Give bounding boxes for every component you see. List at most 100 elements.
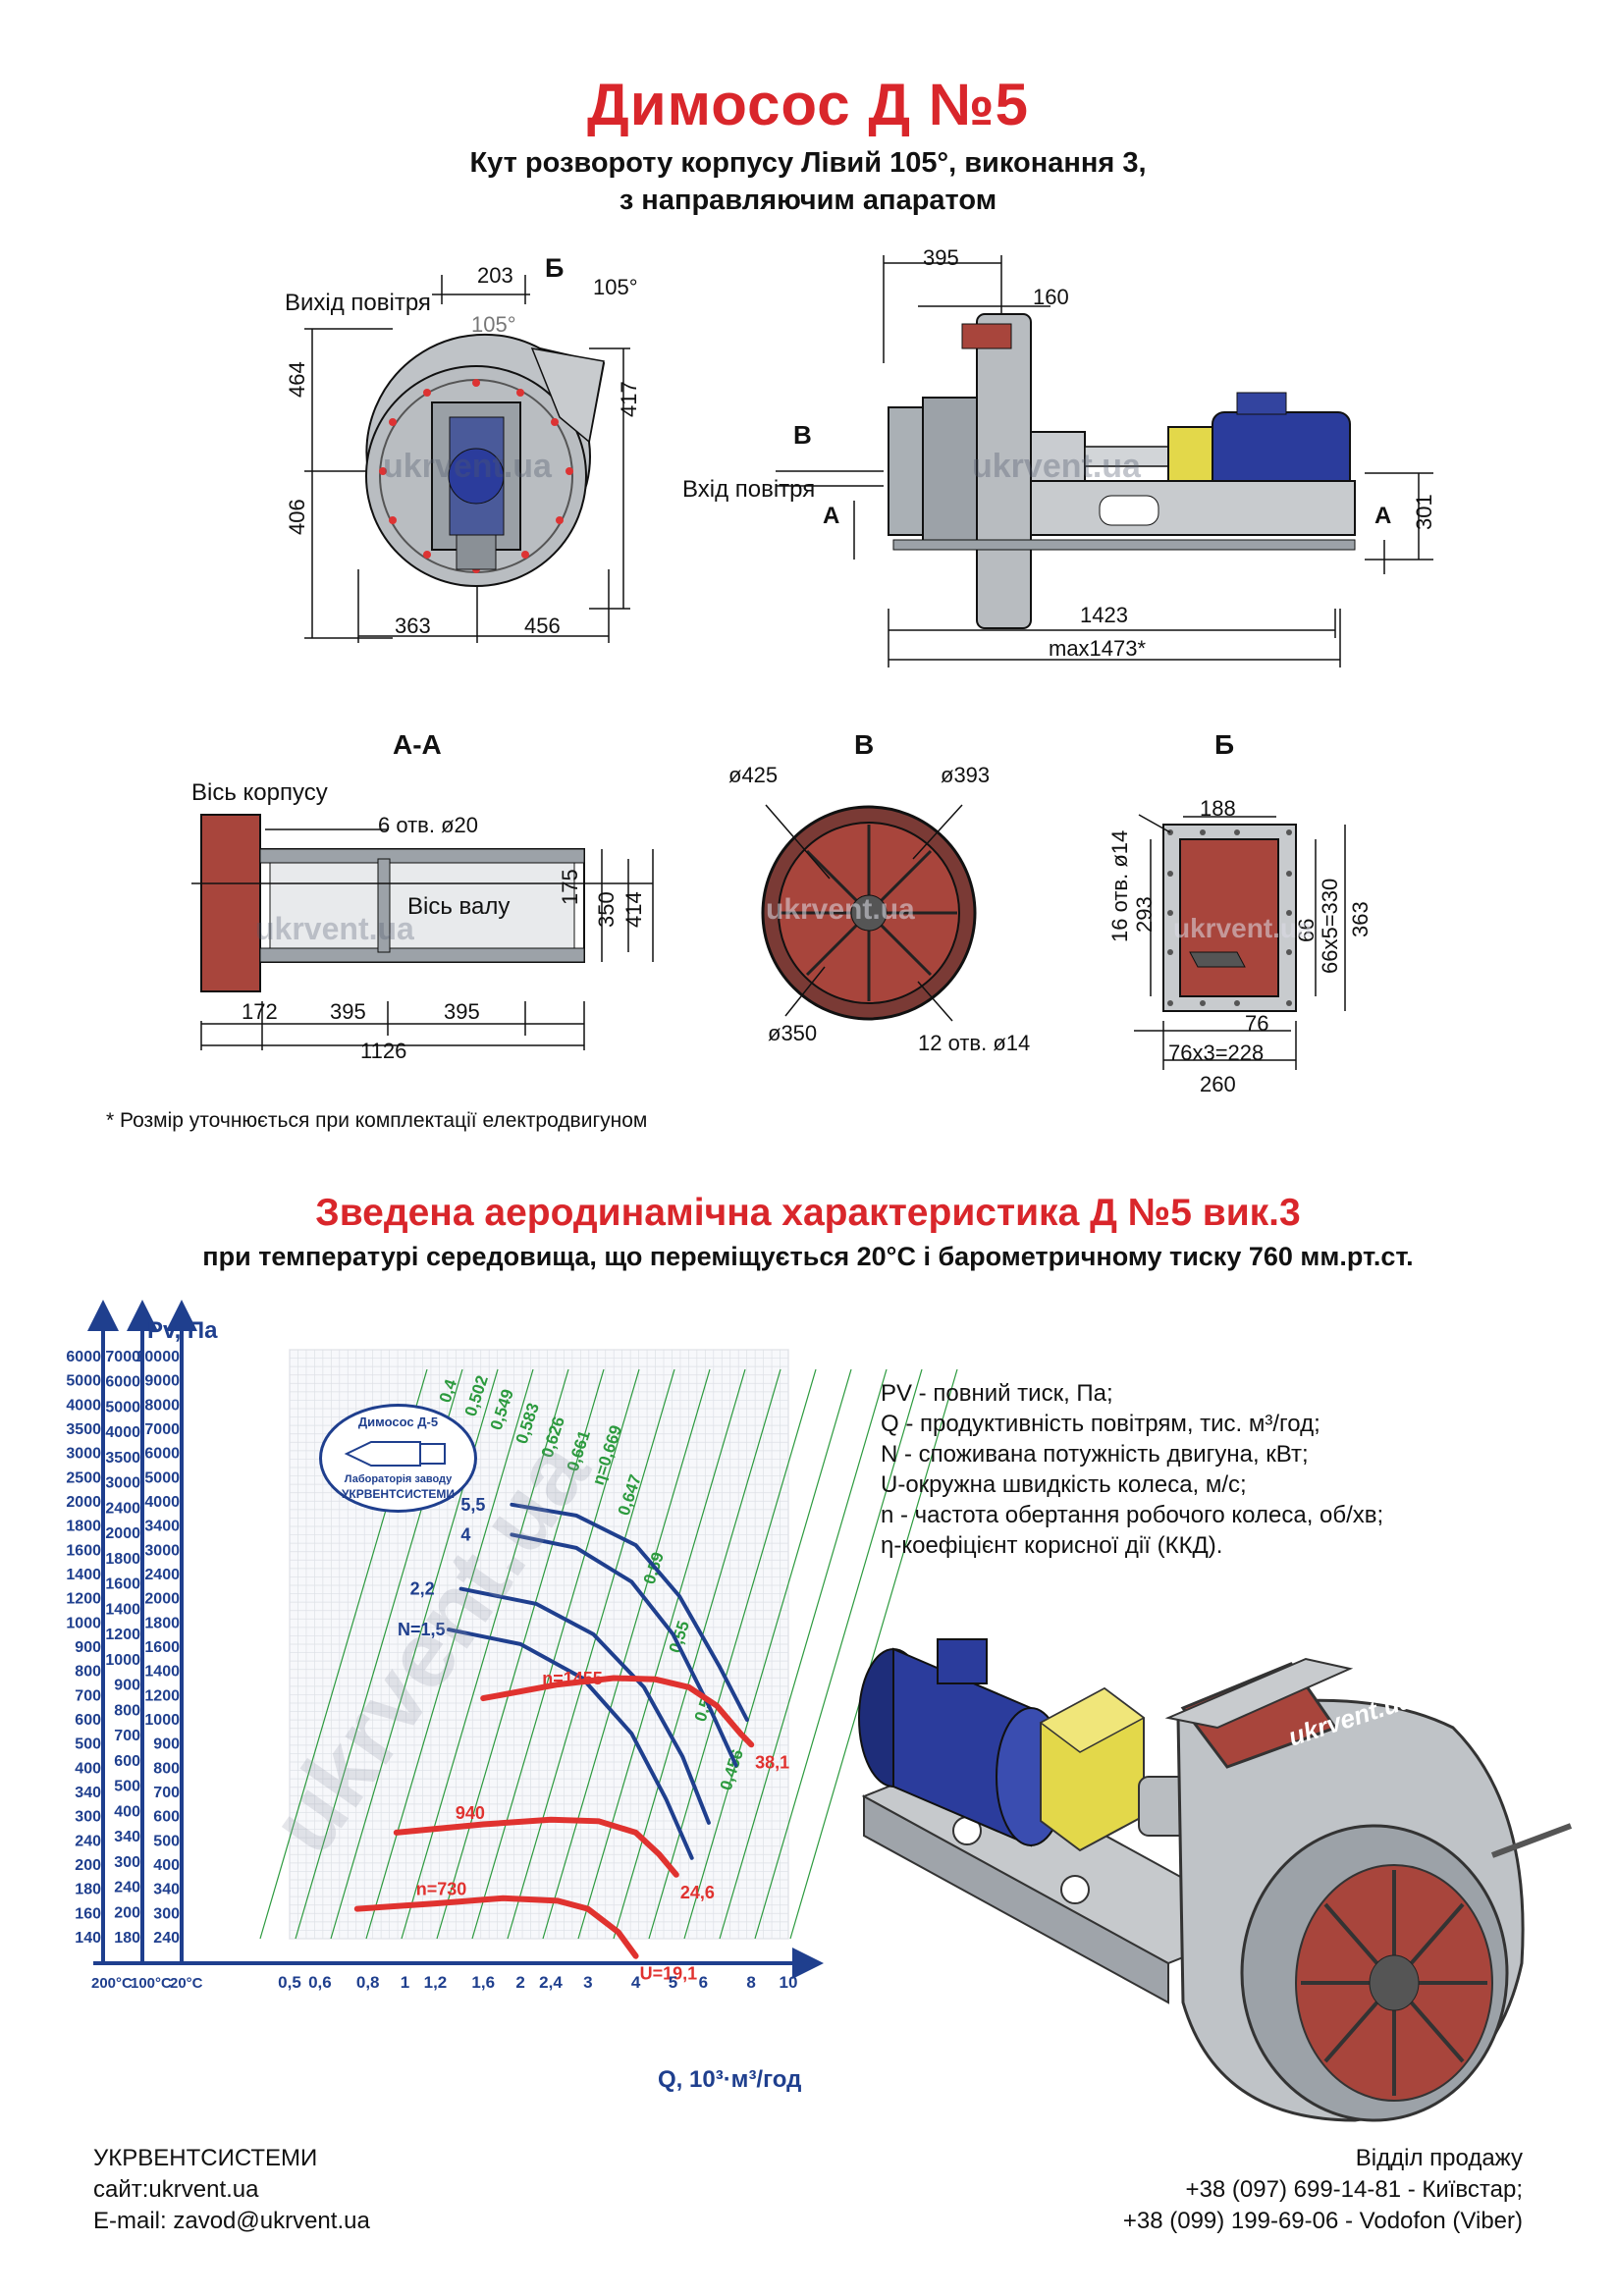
dim-363b: 363 [1348, 901, 1373, 937]
speed-curve [353, 1895, 639, 1959]
stamp-line-2: Лабораторія заводу [344, 1473, 453, 1485]
y-tick-label: 6000 [144, 1446, 180, 1463]
y-tick-label: 300 [75, 1809, 101, 1826]
speed-curve [393, 1816, 679, 1878]
temp-label: 100°С [131, 1975, 172, 1992]
footer-site[interactable]: сайт:ukrvent.ua [93, 2176, 259, 2203]
y-tick-label: 340 [75, 1785, 101, 1801]
chart-xlabel: Q, 10³·м³/год [658, 2066, 802, 2093]
axis-shaft-label: Вісь валу [407, 893, 511, 920]
fan-icon [344, 1441, 446, 1467]
y-tick-label: 6000 [66, 1349, 101, 1365]
efficiency-line [436, 1368, 605, 1940]
efficiency-line [648, 1368, 817, 1940]
y-tick-label: 3000 [105, 1475, 140, 1492]
dim-456: 456 [524, 614, 561, 638]
fan-3d-render [858, 1638, 1573, 2122]
y-tick-label: 180 [75, 1882, 101, 1898]
footer-right: Відділ продажу +38 (097) 699-14-81 - Киї… [1123, 2143, 1523, 2237]
y-tick-label: 2400 [105, 1500, 140, 1517]
speed-curve [480, 1675, 755, 1748]
y-tick-label: 3000 [66, 1446, 101, 1463]
y-tick-label: 6000 [105, 1374, 140, 1391]
efficiency-line [542, 1368, 711, 1940]
dim-350: 350 [594, 891, 619, 928]
y-tick-label: 1800 [105, 1551, 140, 1568]
y-tick-label: 400 [153, 1857, 180, 1874]
dim-188: 188 [1200, 796, 1236, 821]
dim-395b: 395 [444, 999, 480, 1024]
x-tick-label: 0,5 [278, 1973, 301, 1992]
y-tick-label: 240 [153, 1930, 180, 1947]
x-tick-label: 2,4 [539, 1973, 563, 1992]
legend-n: N - споживана потужність двигуна, кВт; [881, 1441, 1309, 1468]
y-tick-label: 500 [114, 1779, 140, 1795]
dim-260: 260 [1200, 1072, 1236, 1096]
speed-curve-end-label: U=19,1 [640, 1964, 698, 1984]
y-tick-label: 3500 [66, 1421, 101, 1438]
dim-76: 76 [1245, 1011, 1269, 1036]
y-tick-label: 3500 [105, 1450, 140, 1467]
d425: ø425 [728, 763, 779, 787]
y-tick-label: 200 [75, 1857, 101, 1874]
v-watermark: ukrvent.ua [766, 893, 915, 926]
svg-text:105°: 105° [471, 312, 516, 337]
stamp-line-3: УКРВЕНТСИСТЕМИ [341, 1487, 456, 1501]
y-tick-label: 5000 [105, 1399, 140, 1415]
y-tick-label: 8000 [144, 1397, 180, 1414]
y-tick-label: 9000 [144, 1373, 180, 1390]
y-tick-label: 700 [153, 1785, 180, 1801]
footer-phone-2[interactable]: +38 (099) 199-69-06 - Vodofon (Viber) [1122, 2208, 1523, 2234]
side-view-drawing [776, 255, 1433, 667]
legend-q: Q - продуктивність повітрям, тис. м³/год… [881, 1411, 1320, 1437]
efficiency-line [401, 1368, 569, 1940]
x-tick-label: 1 [401, 1973, 409, 1992]
section-title: Зведена аеродинамічна характеристика Д №… [315, 1192, 1301, 1234]
stamp-line-1: Димосос Д-5 [357, 1415, 439, 1429]
x-tick-label: 10 [780, 1973, 798, 1992]
mark-a-left: А [823, 503, 840, 529]
x-tick-label: 8 [746, 1973, 755, 1992]
dim-1423: 1423 [1080, 603, 1128, 627]
b-watermark: ukrvent.ua [1173, 913, 1313, 943]
y-tick-label: 4000 [66, 1397, 101, 1414]
dim-1126: 1126 [360, 1039, 407, 1063]
dim-66x5: 66x5=330 [1318, 878, 1342, 974]
efficiency-line [754, 1368, 923, 1940]
efficiency-line [577, 1368, 746, 1940]
angle-105: 105° [593, 275, 638, 299]
efficiency-line [471, 1368, 640, 1940]
footer-email[interactable]: E-mail: zavod@ukrvent.ua [93, 2208, 370, 2234]
y-tick-label: 600 [75, 1712, 101, 1729]
footer-phone-1[interactable]: +38 (097) 699-14-81 - Київстар; [1185, 2176, 1523, 2203]
legend-u: U-окружна швидкість колеса, м/с; [881, 1471, 1247, 1498]
dim-301: 301 [1412, 494, 1436, 530]
footer-sales-title: Відділ продажу [1355, 2145, 1523, 2171]
y-tick-label: 2400 [144, 1567, 180, 1583]
footnote: * Розмір уточнюється при комплектації ел… [106, 1109, 648, 1132]
dim-363: 363 [395, 614, 431, 638]
power-curve-label: 4 [460, 1524, 470, 1544]
page-title: Димосос Д №5 [586, 72, 1030, 137]
y-tick-label: 800 [153, 1760, 180, 1777]
subtitle-line-2: з направляючим апаратом [619, 185, 997, 216]
y-tick-label: 600 [153, 1809, 180, 1826]
power-curve-label: N=1,5 [398, 1620, 446, 1639]
x-tick-label: 0,8 [356, 1973, 380, 1992]
power-curve-label: 5,5 [460, 1495, 485, 1515]
temp-label: 200°С [91, 1975, 133, 1992]
y-tick-label: 700 [114, 1728, 140, 1744]
section-mark-b: Б [545, 253, 565, 283]
power-curve [447, 1628, 694, 1860]
d393: ø393 [941, 763, 991, 787]
dim-172: 172 [242, 999, 278, 1024]
dim-175: 175 [558, 869, 582, 905]
y-tick-label: 10000 [136, 1349, 181, 1365]
efficiency-line [683, 1368, 852, 1940]
v-holes: 12 отв. ø14 [918, 1031, 1031, 1055]
outlet-label: Вихід повітря [285, 290, 431, 316]
section-subtitle: при температурі середовища, що переміщує… [202, 1242, 1414, 1271]
y-tick-label: 1400 [66, 1567, 101, 1583]
legend: PV - повний тиск, Па; Q - продуктивність… [881, 1378, 1383, 1561]
